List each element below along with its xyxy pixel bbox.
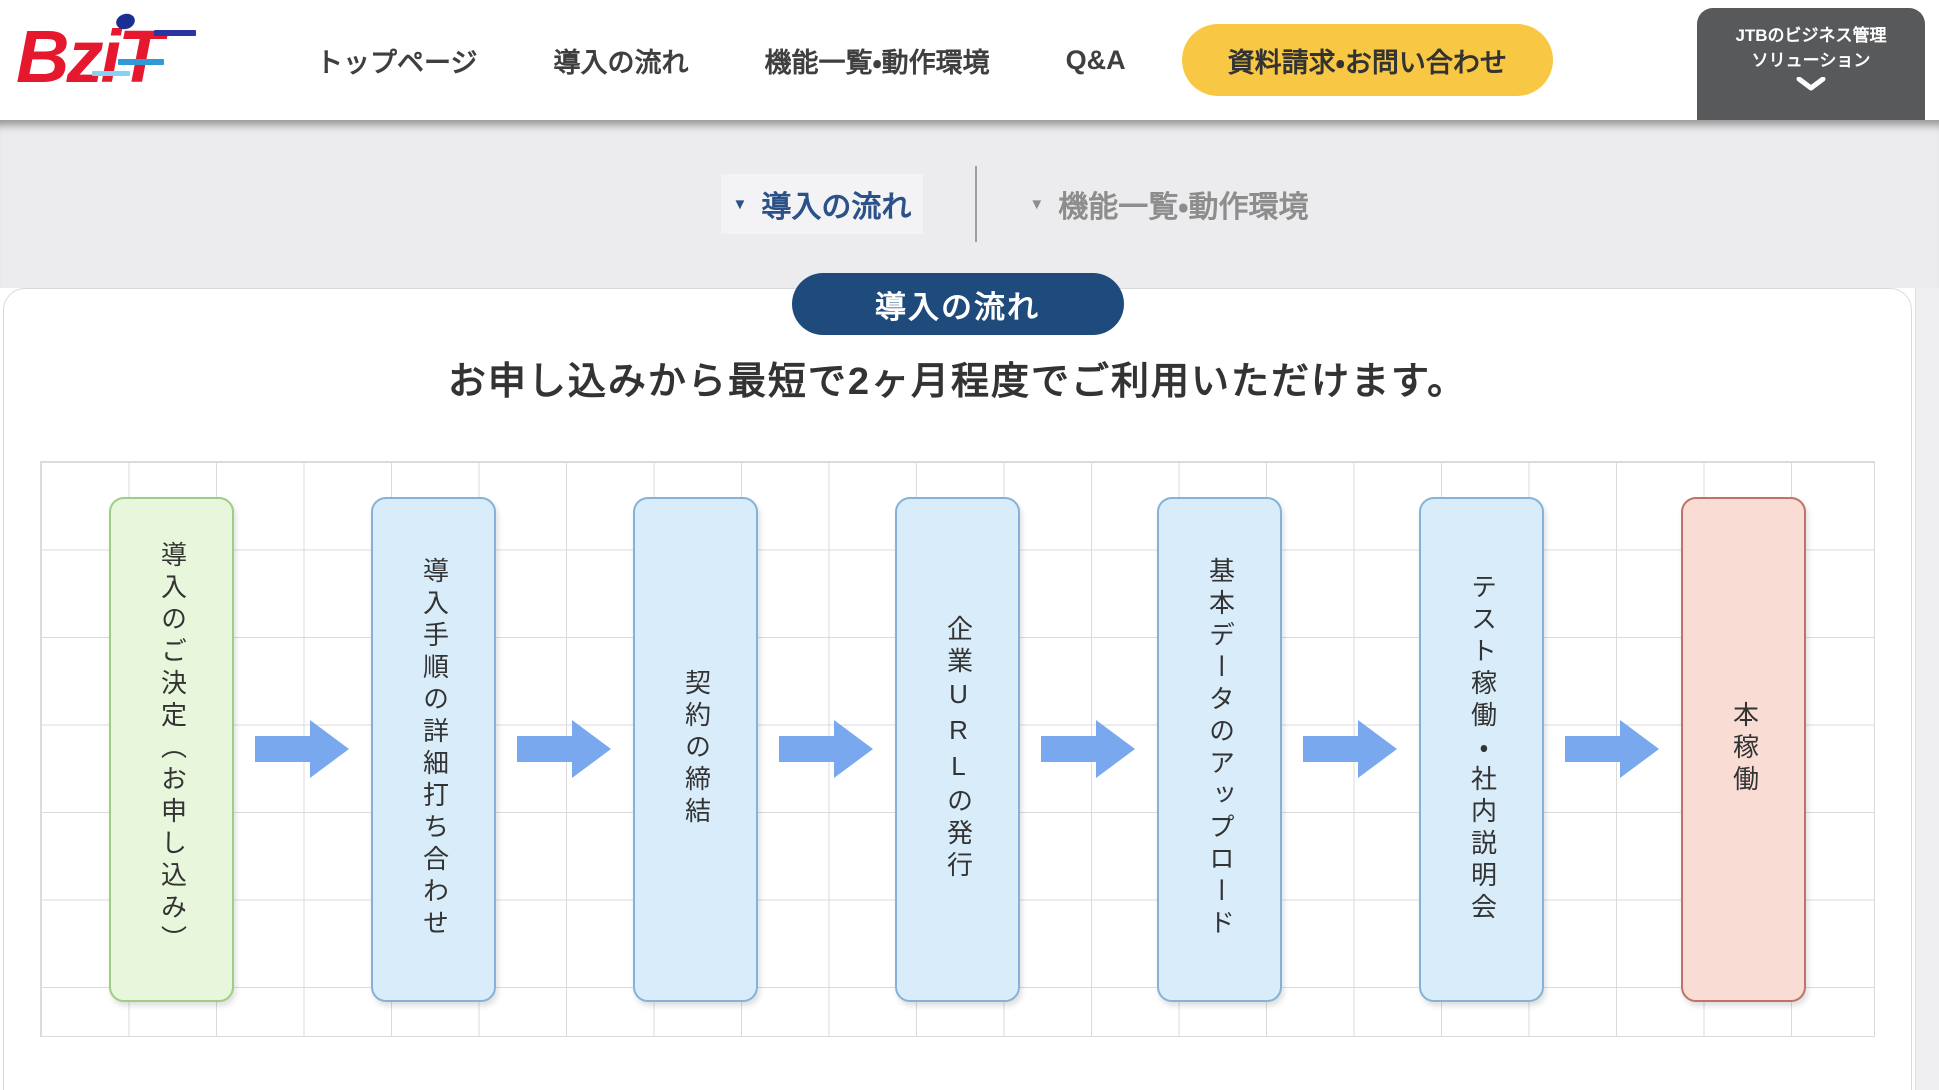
flow-arrow-icon	[1303, 720, 1397, 778]
flow-step-data-upload: 基本データのアップロード	[1157, 496, 1282, 1002]
nav-item-qa[interactable]: Q&A	[1065, 44, 1126, 75]
nav-item-introduction-flow[interactable]: 導入の流れ	[553, 47, 689, 78]
flow-step-detail-meeting: 導入手順の詳細打ち合わせ	[371, 496, 496, 1002]
flow-arrow-icon	[779, 720, 873, 778]
logo-text: BziT	[16, 15, 163, 98]
content-card: 導入の流れ お申し込みから最短で2ヶ月程度でご利用いただけます。 導入のご決定（…	[3, 273, 1912, 1090]
nav-item-features[interactable]: 機能一覧・動作環境	[764, 47, 990, 78]
flow-arrow-icon	[517, 720, 611, 778]
header: BziT トップページ 導入の流れ 機能一覧・動作環境 Q&A 資料請求・お問い…	[0, 0, 1939, 120]
flow-step-url-issue: 企業URLの発行	[895, 496, 1020, 1002]
subnav-item-features[interactable]: ▼ 機能一覧・動作環境	[1029, 182, 1308, 226]
page-title: お申し込みから最短で2ヶ月程度でご利用いただけます。	[447, 361, 1468, 403]
logo-navy-bar	[154, 30, 196, 36]
main-nav: トップページ 導入の流れ 機能一覧・動作環境 Q&A	[316, 41, 1126, 80]
flow-arrow-icon	[1565, 720, 1659, 778]
nav-item-top-page[interactable]: トップページ	[316, 47, 478, 78]
jtb-solutions-tab-line1: JTBのビジネス管理	[1735, 26, 1887, 45]
page-background-strip	[1915, 288, 1939, 1090]
jtb-solutions-tab[interactable]: JTBのビジネス管理 ソリューション	[1697, 8, 1925, 120]
flow-arrow-icon	[1041, 720, 1135, 778]
flow-step-test-run: テスト稼働・社内説明会	[1419, 496, 1544, 1002]
flow-step-production: 本稼働	[1681, 496, 1806, 1002]
subnav: ▼ 導入の流れ ▼ 機能一覧・動作環境	[0, 120, 1939, 288]
logo-cyan-bar	[92, 71, 130, 76]
flow-arrow-icon	[255, 720, 349, 778]
subnav-divider	[975, 166, 978, 242]
chevron-down-icon	[1796, 76, 1826, 91]
flow-diagram-grid: 導入のご決定（お申し込み） 導入手順の詳細打ち合わせ 契約の締結 企業URLの発…	[40, 461, 1875, 1037]
triangle-down-icon: ▼	[1029, 195, 1045, 213]
subnav-item-introduction-flow[interactable]: ▼ 導入の流れ	[720, 174, 924, 234]
contact-cta-button[interactable]: 資料請求・お問い合わせ	[1181, 24, 1553, 96]
subnav-item-label: 導入の流れ	[761, 191, 912, 224]
section-badge: 導入の流れ	[791, 273, 1124, 335]
logo-blue-bar	[118, 59, 164, 65]
subnav-item-label: 機能一覧・動作環境	[1058, 191, 1309, 224]
flow-step-contract: 契約の締結	[633, 496, 758, 1002]
triangle-down-icon: ▼	[732, 195, 748, 213]
flow-step-decision: 導入のご決定（お申し込み）	[109, 496, 234, 1002]
bzit-logo[interactable]: BziT	[8, 11, 238, 108]
jtb-solutions-tab-line2: ソリューション	[1751, 50, 1871, 70]
